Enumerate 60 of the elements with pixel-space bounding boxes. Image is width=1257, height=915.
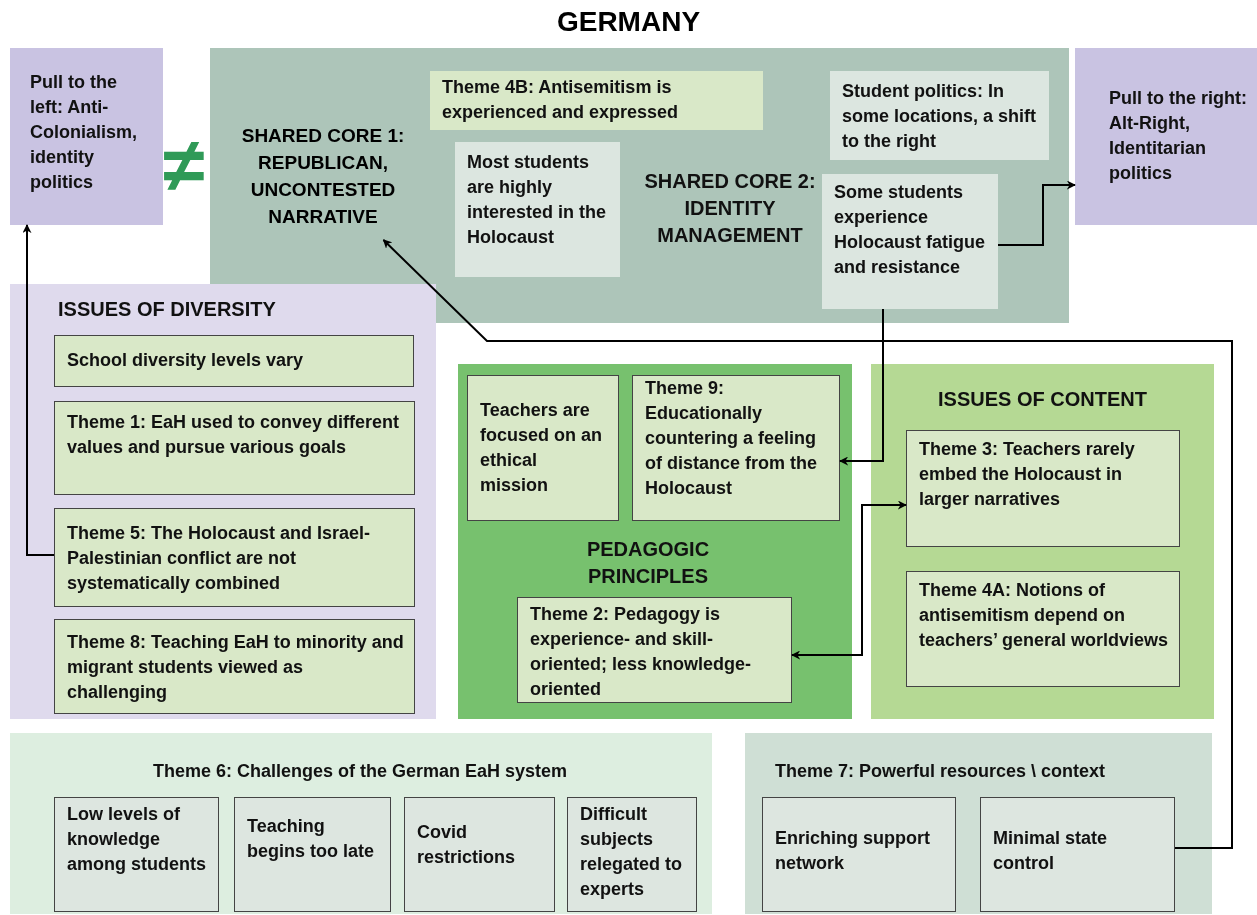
box-text: Teaching begins too late <box>247 815 375 863</box>
box-text: Theme 4A: Notions of antisemitism depend on teachers’ general worldviews <box>919 579 1170 652</box>
group-panel <box>745 733 1212 914</box>
box-text: Theme 4B: Antisemitism is experienced and expressed <box>442 76 680 124</box>
panel-heading: Theme 7: Powerful resources \ context <box>775 760 1107 783</box>
box-text: Enriching support network <box>775 827 931 875</box>
arrow <box>839 308 884 466</box>
pull-box <box>10 48 163 225</box>
theme-box <box>467 375 619 521</box>
theme-box <box>632 375 840 521</box>
theme-box <box>906 571 1180 687</box>
panel-heading: ISSUES OF CONTENT <box>937 387 1148 412</box>
theme-box <box>762 797 956 912</box>
box-text: Theme 1: EaH used to convey different values and pursue various goals <box>67 411 401 459</box>
theme-box <box>234 797 391 912</box>
group-panel <box>458 364 852 719</box>
box-text: Some students experience Holocaust fatigue and resistance <box>834 181 986 279</box>
arrow <box>22 224 55 556</box>
box-text: Theme 5: The Holocaust and Israel-Palestinian conflict are not systematically combined <box>67 522 372 595</box>
theme-box <box>54 401 415 495</box>
panel-heading: Theme 6: Challenges of the German EaH system <box>151 760 569 783</box>
group-panel <box>10 284 436 719</box>
theme-box <box>54 797 219 912</box>
panel-heading: ISSUES OF DIVERSITY <box>58 297 277 322</box>
diagram-title: GERMANY <box>555 6 702 38</box>
theme-box <box>567 797 697 912</box>
box-text: Theme 8: Teaching EaH to minority and migrant students viewed as challenging <box>67 631 405 704</box>
theme-box <box>980 797 1175 912</box>
note-box <box>455 142 620 277</box>
group-panel <box>10 733 712 914</box>
arrow <box>382 239 1233 849</box>
box-text: Student politics: In some locations, a shift to the right <box>842 80 1038 153</box>
arrow <box>791 500 907 660</box>
box-text: Low levels of knowledge among students <box>67 803 207 876</box>
pull-box <box>1075 48 1257 225</box>
box-text: Covid restrictions <box>417 821 517 869</box>
box-text: Pull to the right: Alt-Right, Identitarian politics <box>1109 87 1248 185</box>
box-text: Most students are highly interested in the Holocaust <box>467 151 608 249</box>
note-box <box>430 71 763 130</box>
theme-box <box>54 619 415 714</box>
panel-heading: PEDAGOGIC PRINCIPLES <box>585 537 711 589</box>
note-box <box>822 174 998 309</box>
theme-box <box>54 508 415 607</box>
box-text: School diversity levels vary <box>67 349 305 372</box>
box-text: Theme 2: Pedagogy is experience- and skill-oriented; less knowledge-oriented <box>530 603 753 701</box>
box-text: Difficult subjects relegated to experts <box>580 803 684 901</box>
box-text: Theme 3: Teachers rarely embed the Holocaust in larger narratives <box>919 438 1136 511</box>
arrow <box>997 180 1076 246</box>
theme-box <box>517 597 792 703</box>
core-heading: SHARED CORE 1: REPUBLICAN, UNCONTESTED NARRATIVE <box>225 122 421 240</box>
box-text: Minimal state control <box>993 827 1109 875</box>
theme-box <box>906 430 1180 547</box>
panel-heading: SHARED CORE 2: IDENTITY MANAGEMENT <box>643 169 817 248</box>
box-text: Theme 9: Educationally countering a feeling of distance from the Holocaust <box>645 377 819 500</box>
theme-box <box>54 335 414 387</box>
note-box <box>830 71 1049 160</box>
group-panel <box>871 364 1214 719</box>
theme-box <box>404 797 555 912</box>
box-text: Teachers are focused on an ethical mission <box>480 399 603 497</box>
not-equal-sign: ≠ <box>163 125 205 205</box>
